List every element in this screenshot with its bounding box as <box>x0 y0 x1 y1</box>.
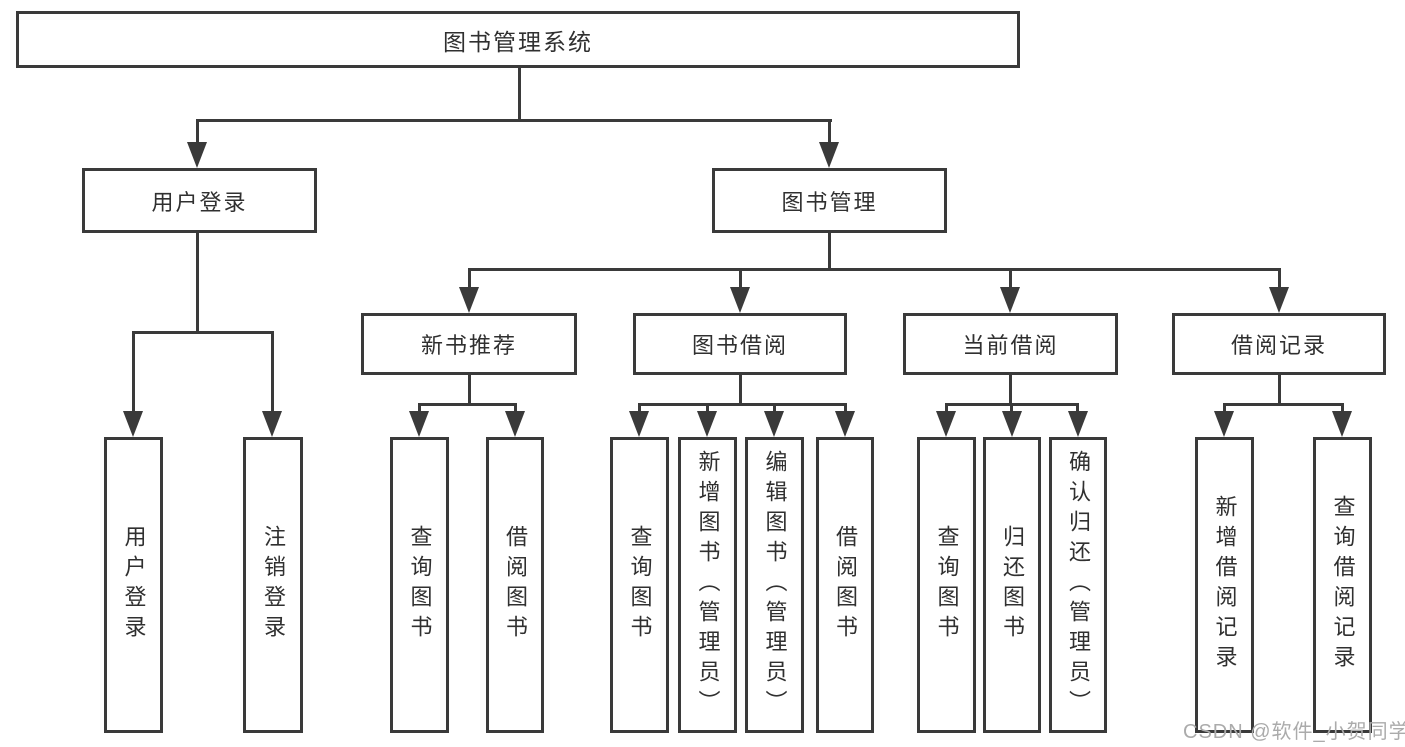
node-new-book-recommend: 新书推荐 <box>361 313 577 375</box>
connector-line <box>1010 403 1013 413</box>
node-label: 新增借阅记录 <box>1212 495 1238 675</box>
node-label: 注销登录 <box>261 525 286 645</box>
leaf-edit-books-admin: 编辑图书（管理员） <box>745 437 804 733</box>
connector-line <box>196 119 832 122</box>
arrowhead-down-icon <box>764 411 784 437</box>
arrowhead-down-icon <box>835 411 855 437</box>
connector-line <box>828 231 831 270</box>
connector-line <box>638 403 641 413</box>
leaf-return-books: 归还图书 <box>983 437 1041 733</box>
node-label: 新书推荐 <box>420 333 517 358</box>
connector-line <box>1076 403 1079 413</box>
leaf-query-books-borrowing: 查询图书 <box>610 437 669 733</box>
arrowhead-down-icon <box>123 411 143 437</box>
node-book-management: 图书管理 <box>712 168 947 233</box>
connector-line <box>518 66 521 122</box>
node-user-login: 用户登录 <box>82 168 317 233</box>
arrowhead-down-icon <box>1332 411 1352 437</box>
node-book-borrowing: 图书借阅 <box>633 313 847 375</box>
leaf-query-books-recommend: 查询图书 <box>390 437 449 733</box>
arrowhead-down-icon <box>262 411 282 437</box>
node-current-borrowing: 当前借阅 <box>903 313 1118 375</box>
node-label: 借阅图书 <box>503 525 528 645</box>
connector-line <box>706 403 709 413</box>
arrowhead-down-icon <box>1269 287 1289 313</box>
connector-line <box>1341 403 1344 413</box>
node-borrow-records: 借阅记录 <box>1172 313 1386 375</box>
arrowhead-down-icon <box>459 287 479 313</box>
connector-line <box>828 119 831 145</box>
node-label: 用户登录 <box>121 525 147 645</box>
arrowhead-down-icon <box>505 411 525 437</box>
connector-line <box>418 403 517 406</box>
leaf-user-login: 用户登录 <box>104 437 163 733</box>
connector-line <box>1223 403 1343 406</box>
connector-line <box>418 403 421 413</box>
node-label: 图书借阅 <box>691 333 788 358</box>
leaf-add-borrow-record: 新增借阅记录 <box>1195 437 1254 733</box>
node-label: 图书管理系统 <box>443 28 593 55</box>
connector-line <box>739 373 742 405</box>
node-label: 借阅图书 <box>833 525 858 645</box>
connector-line <box>1009 268 1012 288</box>
connector-line <box>844 403 847 413</box>
node-label: 当前借阅 <box>962 333 1059 358</box>
connector-line <box>638 403 846 406</box>
connector-line <box>271 331 274 413</box>
node-label: 查询图书 <box>407 525 433 645</box>
arrowhead-down-icon <box>819 142 839 168</box>
connector-line <box>468 268 1281 271</box>
arrowhead-down-icon <box>936 411 956 437</box>
watermark: CSDN @软件_小贺同学 <box>1183 721 1405 743</box>
connector-line <box>1278 373 1281 405</box>
node-label: 确认归还（管理员） <box>1066 450 1091 720</box>
connector-line <box>196 119 199 145</box>
arrowhead-down-icon <box>1068 411 1088 437</box>
leaf-query-borrow-record: 查询借阅记录 <box>1313 437 1372 733</box>
arrowhead-down-icon <box>629 411 649 437</box>
leaf-query-books-current: 查询图书 <box>917 437 976 733</box>
arrowhead-down-icon <box>187 142 207 168</box>
node-label: 新增图书（管理员） <box>695 450 721 720</box>
arrowhead-down-icon <box>697 411 717 437</box>
connector-line <box>773 403 776 413</box>
node-library-system: 图书管理系统 <box>16 11 1020 68</box>
leaf-borrow-books-borrowing: 借阅图书 <box>816 437 874 733</box>
connector-line <box>945 403 948 413</box>
connector-line <box>514 403 517 413</box>
leaf-borrow-books-recommend: 借阅图书 <box>486 437 544 733</box>
connector-line <box>132 331 274 334</box>
leaf-logout-login: 注销登录 <box>243 437 303 733</box>
leaf-add-books-admin: 新增图书（管理员） <box>678 437 737 733</box>
arrowhead-down-icon <box>1002 411 1022 437</box>
connector-line <box>132 331 135 413</box>
connector-line <box>739 268 742 288</box>
connector-line <box>196 231 199 334</box>
node-label: 归还图书 <box>1000 525 1025 645</box>
connector-line <box>1278 268 1281 288</box>
node-label: 编辑图书（管理员） <box>762 450 788 720</box>
connector-line <box>1009 373 1012 405</box>
connector-line <box>1223 403 1226 413</box>
node-label: 借阅记录 <box>1230 333 1327 358</box>
node-label: 查询图书 <box>627 525 653 645</box>
node-label: 查询借阅记录 <box>1330 495 1356 675</box>
arrowhead-down-icon <box>730 287 750 313</box>
connector-line <box>468 373 471 405</box>
node-label: 查询图书 <box>934 525 960 645</box>
arrowhead-down-icon <box>1214 411 1234 437</box>
arrowhead-down-icon <box>1000 287 1020 313</box>
leaf-confirm-return-admin: 确认归还（管理员） <box>1049 437 1107 733</box>
node-label: 用户登录 <box>151 189 248 215</box>
connector-line <box>468 268 471 288</box>
node-label: 图书管理 <box>781 189 878 215</box>
arrowhead-down-icon <box>409 411 429 437</box>
